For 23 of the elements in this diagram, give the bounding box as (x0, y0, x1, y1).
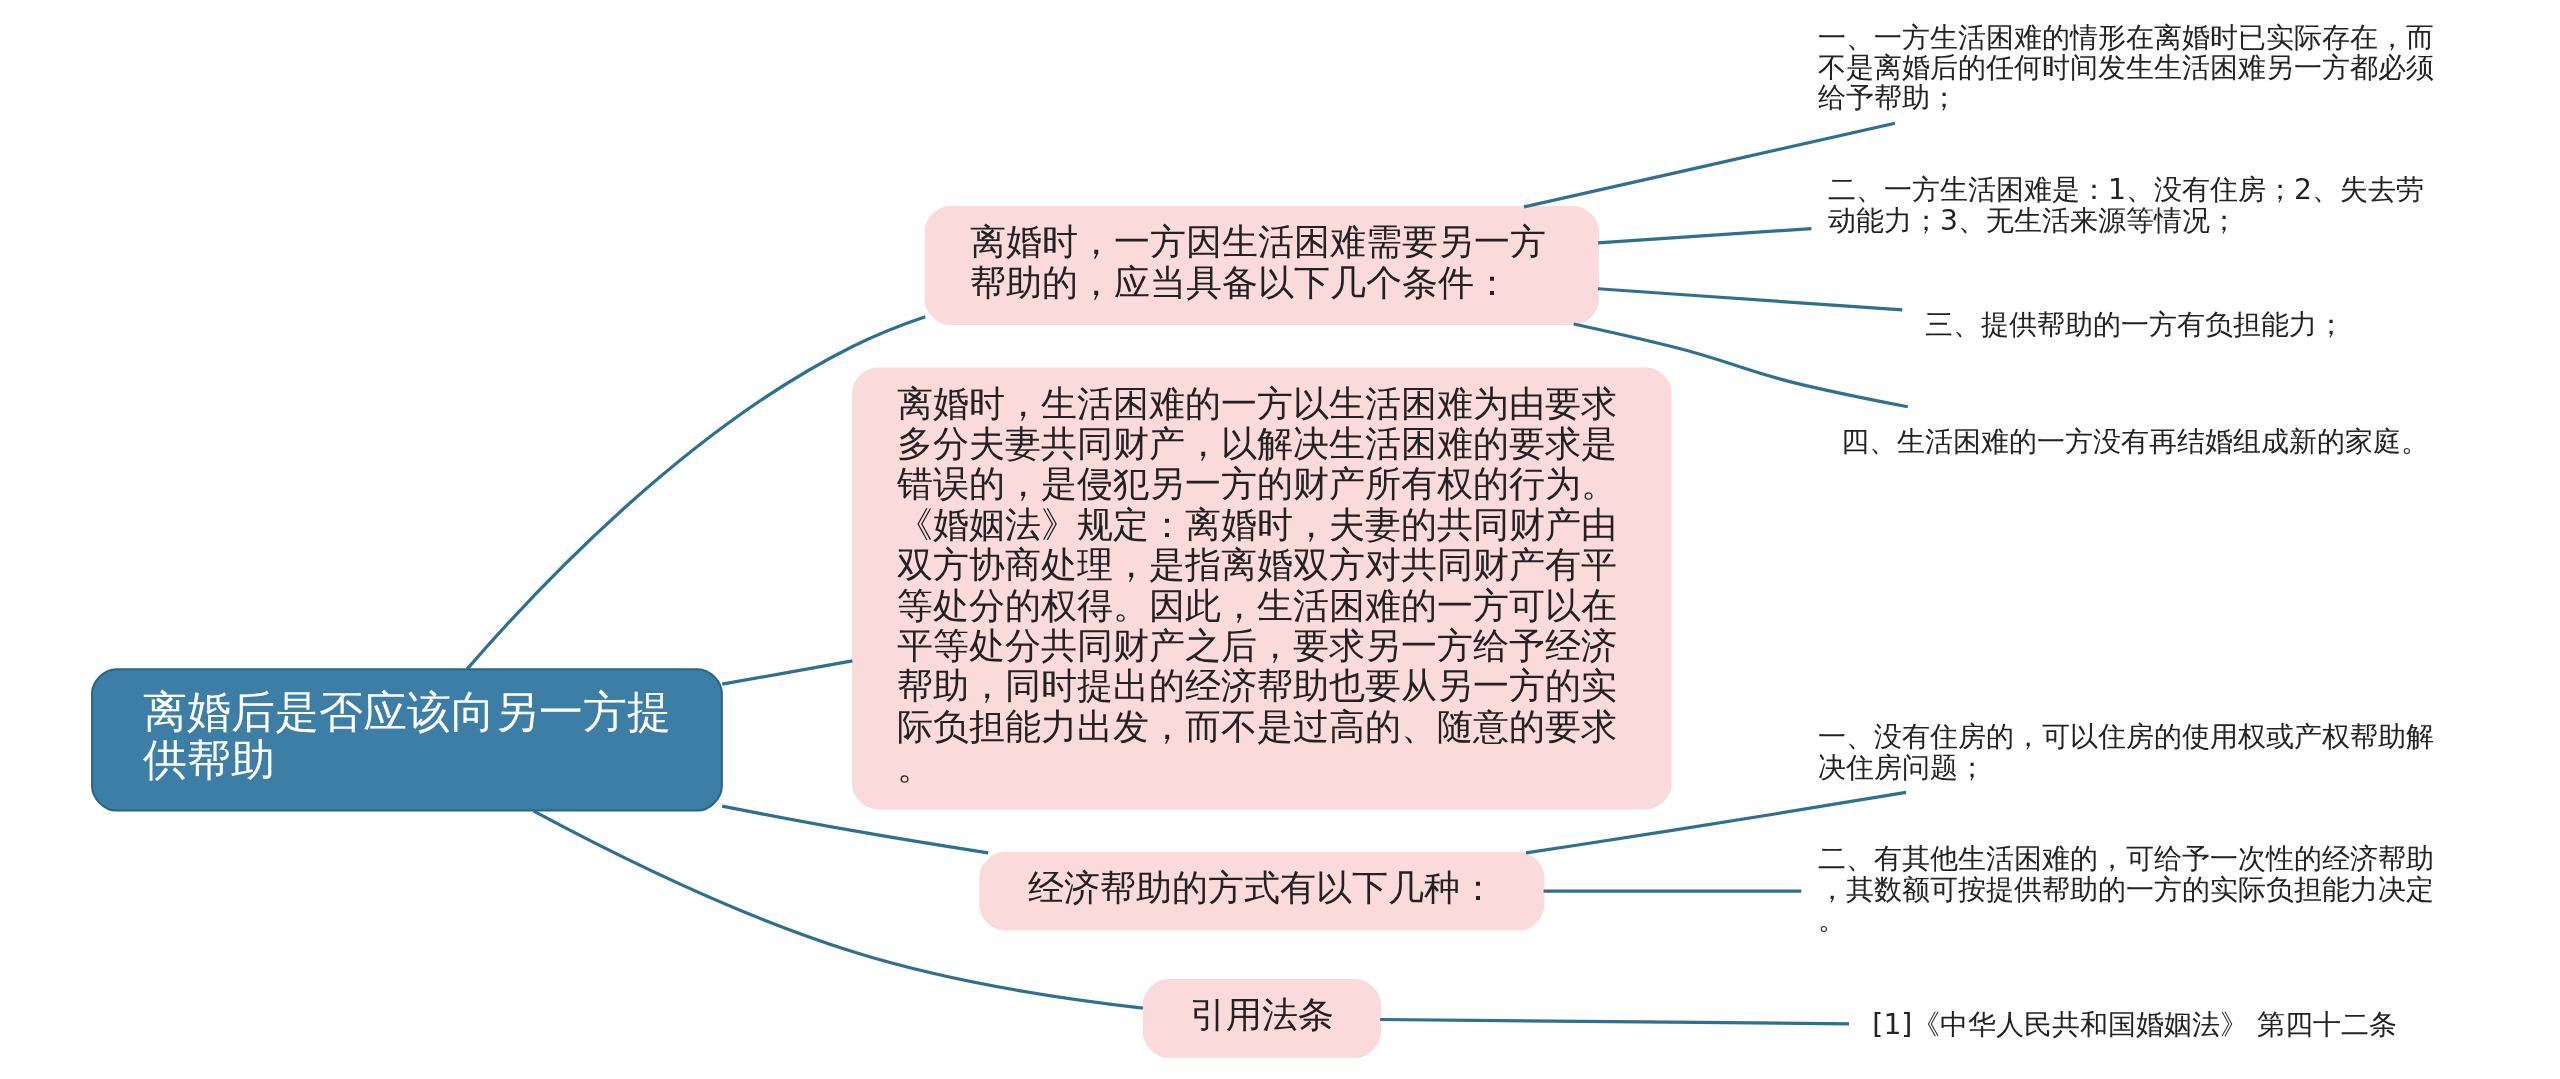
connector (465, 315, 926, 671)
node-text: 四、生活困难的一方没有再结婚组成新的家庭。 (1840, 424, 2429, 458)
connector (532, 809, 1144, 1010)
connector (1525, 790, 1907, 855)
connector (1597, 287, 1903, 312)
connector (1543, 889, 1802, 893)
node-box: 离婚后是否应该向另一方提供帮助 (91, 668, 723, 812)
node-box: 引用法条 (1142, 979, 1381, 1058)
node-text: 二、有其他生活困难的，可给予一次性的经济帮助，其数额可按提供帮助的一方的实际负担能力决定。 (1817, 842, 2434, 936)
node-text: 一、没有住房的，可以住房的使用权或产权帮助解决住房问题； (1817, 720, 2434, 784)
connector (1523, 121, 1896, 209)
connector (1573, 322, 1909, 409)
node-text: [1]《中华人民共和国婚姻法》 第四十二条 (1872, 1007, 2398, 1041)
node-text: 三、提供帮助的一方有负担能力； (1924, 307, 2345, 341)
node-text: 一、一方生活困难的情形在离婚时已实际存在，而不是离婚后的任何时间发生生活困难另一方都必须给予帮助； (1817, 20, 2434, 115)
node-text: 二、一方生活困难是：1、没有住房；2、失去劳动能力；3、无生活来源等情况； (1828, 173, 2424, 237)
connector (721, 804, 989, 855)
connector (1597, 227, 1812, 245)
connector (1380, 1017, 1849, 1026)
node-box: 离婚时，一方因生活困难需要另一方帮助的，应当具备以下几个条件： (924, 205, 1599, 326)
node-box: 经济帮助的方式有以下几种： (979, 851, 1545, 931)
node-box: 离婚时，生活困难的一方以生活困难为由要求多分夫妻共同财产，以解决生活困难的要求是错误的，是侵犯另一方的财产所有权的行为。《婚姻法》规定：离婚时，夫妻的共同财产由双方协商处理，是指离婚双方对共同财产有平等处分的权得。因此，生活困难的一方可以在平等处分共同财产之后，要求另一方给予经济帮助，同时提出的经济帮助也要从另一方的实际负担能力出发，而不是过高的、随意的要求。 (852, 367, 1672, 810)
connector (721, 659, 853, 686)
